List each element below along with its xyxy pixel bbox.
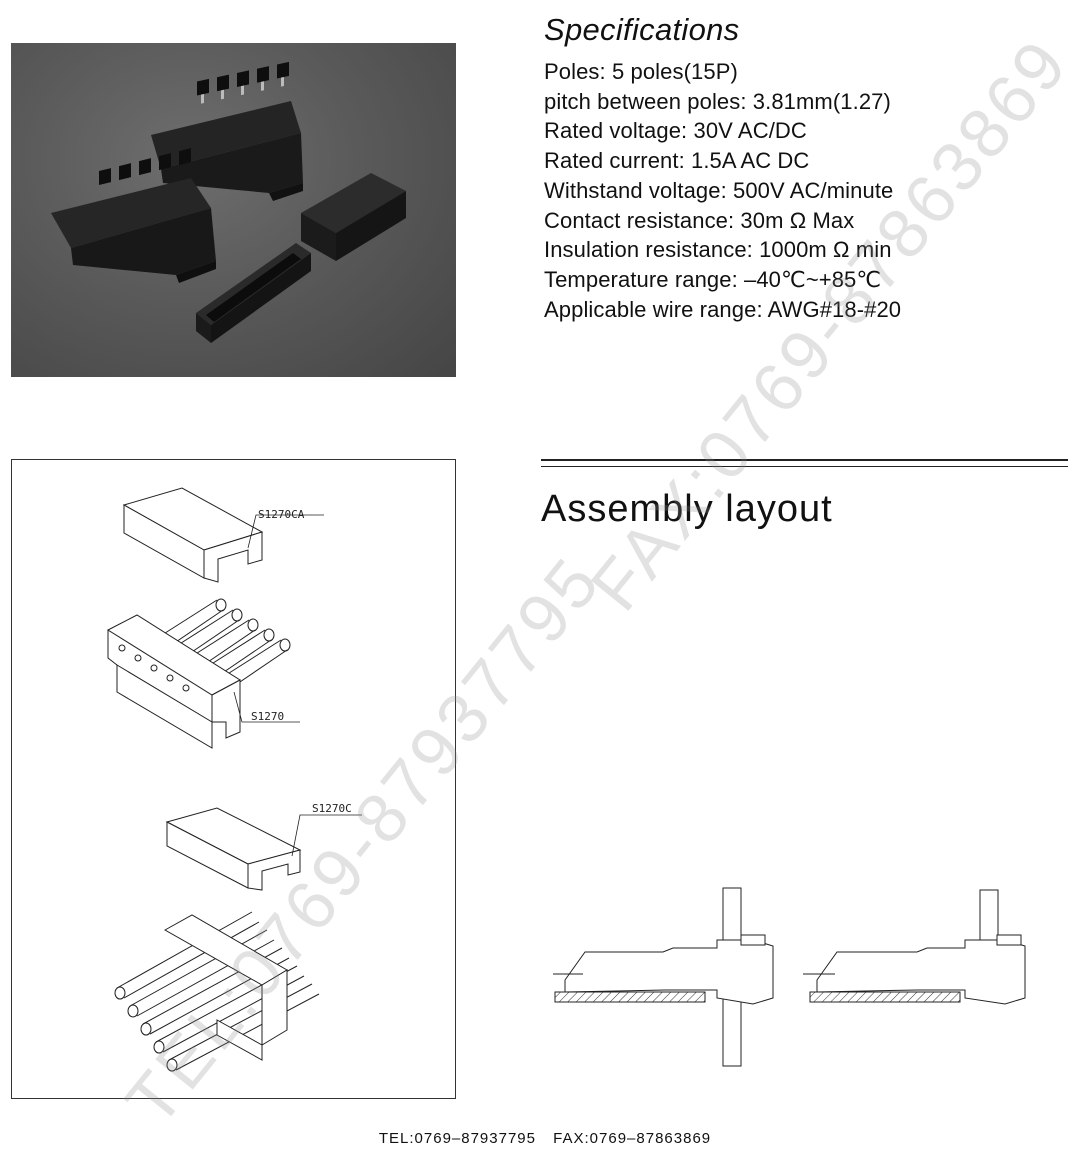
spec-wire-range: Applicable wire range: AWG#18-#20: [544, 296, 902, 322]
connector-top: [151, 61, 303, 201]
footer-tel: TEL:0769–87937795: [378, 1130, 536, 1147]
specifications-list: Poles: 5 poles(15P) pitch between poles:…: [544, 57, 901, 324]
section-divider: [541, 459, 1068, 461]
cover-s1270ca-drawing: [122, 487, 264, 583]
connector-photo-illustration: [51, 61, 406, 343]
spec-rated-current: Rated current: 1.5A AC DC: [544, 148, 810, 174]
assembly-cross-section: [553, 887, 1026, 1067]
assembled-connector-drawing: [114, 911, 320, 1072]
connector-bottom: [51, 148, 216, 283]
contact-footer: TEL:0769–87937795 FAX:0769–87863869: [0, 1130, 1090, 1147]
label-s1270ca: S1270CA: [258, 508, 305, 521]
footer-fax: FAX:0769–87863869: [553, 1130, 712, 1147]
specifications-title: Specifications: [544, 12, 740, 47]
spec-contact-resistance: Contact resistance: 30m Ω Max: [544, 207, 855, 233]
assembly-layout-title: Assembly layout: [541, 488, 833, 530]
spec-withstand-voltage: Withstand voltage: 500V AC/minute: [544, 177, 894, 203]
housing-s1270-drawing: [106, 598, 291, 749]
exploded-drawing: S1270CA S1270 S1270C: [11, 459, 456, 1099]
cross-section-left: [553, 887, 774, 1067]
cross-section-right: [803, 889, 1026, 1005]
label-s1270: S1270: [251, 710, 284, 723]
section-divider-thin: [541, 466, 1068, 467]
label-s1270c: S1270C: [312, 802, 352, 815]
spec-pitch: pitch between poles: 3.81mm(1.27): [544, 88, 891, 114]
spec-rated-voltage: Rated voltage: 30V AC/DC: [544, 118, 807, 144]
product-photo: [11, 43, 456, 377]
channel-cover: [196, 243, 311, 343]
spec-insulation-resistance: Insulation resistance: 1000m Ω min: [544, 237, 892, 263]
cover-block: [301, 173, 406, 261]
spec-poles: Poles: 5 poles(15P): [544, 59, 738, 84]
cover-s1270c-drawing: [165, 807, 302, 891]
spec-temperature-range: Temperature range: –40℃~+85℃: [544, 266, 882, 292]
